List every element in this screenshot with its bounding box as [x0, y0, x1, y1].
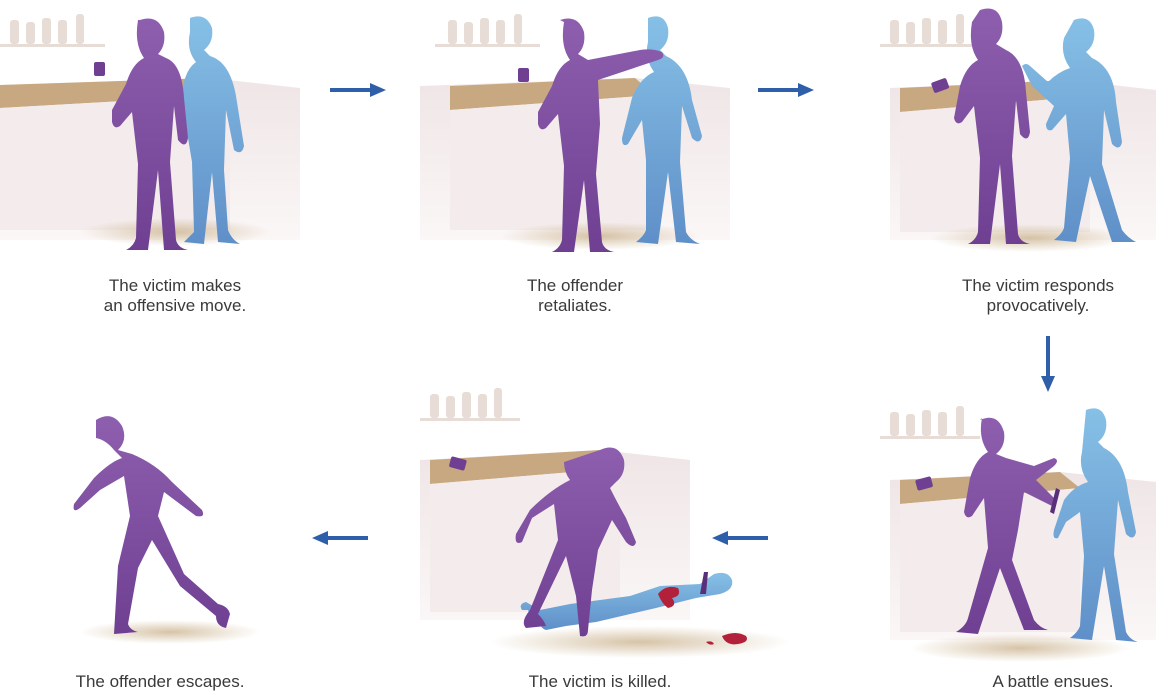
scene-3-provocation: [860, 0, 1156, 270]
caption-line: provocatively.: [920, 296, 1156, 316]
caption-line: The victim makes: [50, 276, 300, 296]
bar-shelf-bottles: [420, 388, 520, 421]
glass: [94, 62, 105, 76]
caption-line: The victim is killed.: [480, 672, 720, 692]
arrow-left-icon: [312, 530, 368, 546]
caption-line: A battle ensues.: [950, 672, 1156, 692]
caption-line: The offender escapes.: [40, 672, 280, 692]
caption-line: The victim responds: [920, 276, 1156, 296]
caption-line: retaliates.: [475, 296, 675, 316]
scene-6-escape: [40, 400, 280, 670]
bar-shelf-bottles: [435, 14, 540, 47]
scene-2-retaliation: [420, 0, 730, 270]
scene-4-battle: [870, 400, 1156, 670]
floor-shadow: [910, 634, 1130, 662]
caption-step-4: A battle ensues.: [950, 672, 1156, 692]
caption-line: an offensive move.: [50, 296, 300, 316]
scene-4-illustration: [870, 400, 1156, 670]
arrow-right-icon: [758, 82, 814, 98]
caption-step-5: The victim is killed.: [480, 672, 720, 692]
scene-3-illustration: [860, 0, 1156, 270]
glass: [518, 68, 529, 82]
scene-6-illustration: [40, 400, 280, 670]
caption-step-2: The offender retaliates.: [475, 276, 675, 316]
caption-line: The offender: [475, 276, 675, 296]
caption-step-3: The victim responds provocatively.: [920, 276, 1156, 316]
caption-step-1: The victim makes an offensive move.: [50, 276, 300, 316]
bar-shelf-bottles: [880, 406, 980, 439]
arrow-down-icon: [1040, 336, 1056, 392]
scene-5-killed: [410, 380, 790, 670]
floor-shadow: [930, 224, 1130, 252]
scene-1-offensive-move: [0, 0, 300, 270]
floor-shadow: [490, 626, 790, 658]
floor-shadow: [80, 620, 260, 644]
arrow-right-icon: [330, 82, 386, 98]
bar-shelf-bottles: [0, 14, 105, 47]
scene-1-illustration: [0, 0, 300, 270]
offender-running-silhouette: [74, 416, 230, 634]
scene-5-illustration: [410, 380, 790, 670]
scene-2-illustration: [420, 0, 730, 270]
caption-step-6: The offender escapes.: [40, 672, 280, 692]
